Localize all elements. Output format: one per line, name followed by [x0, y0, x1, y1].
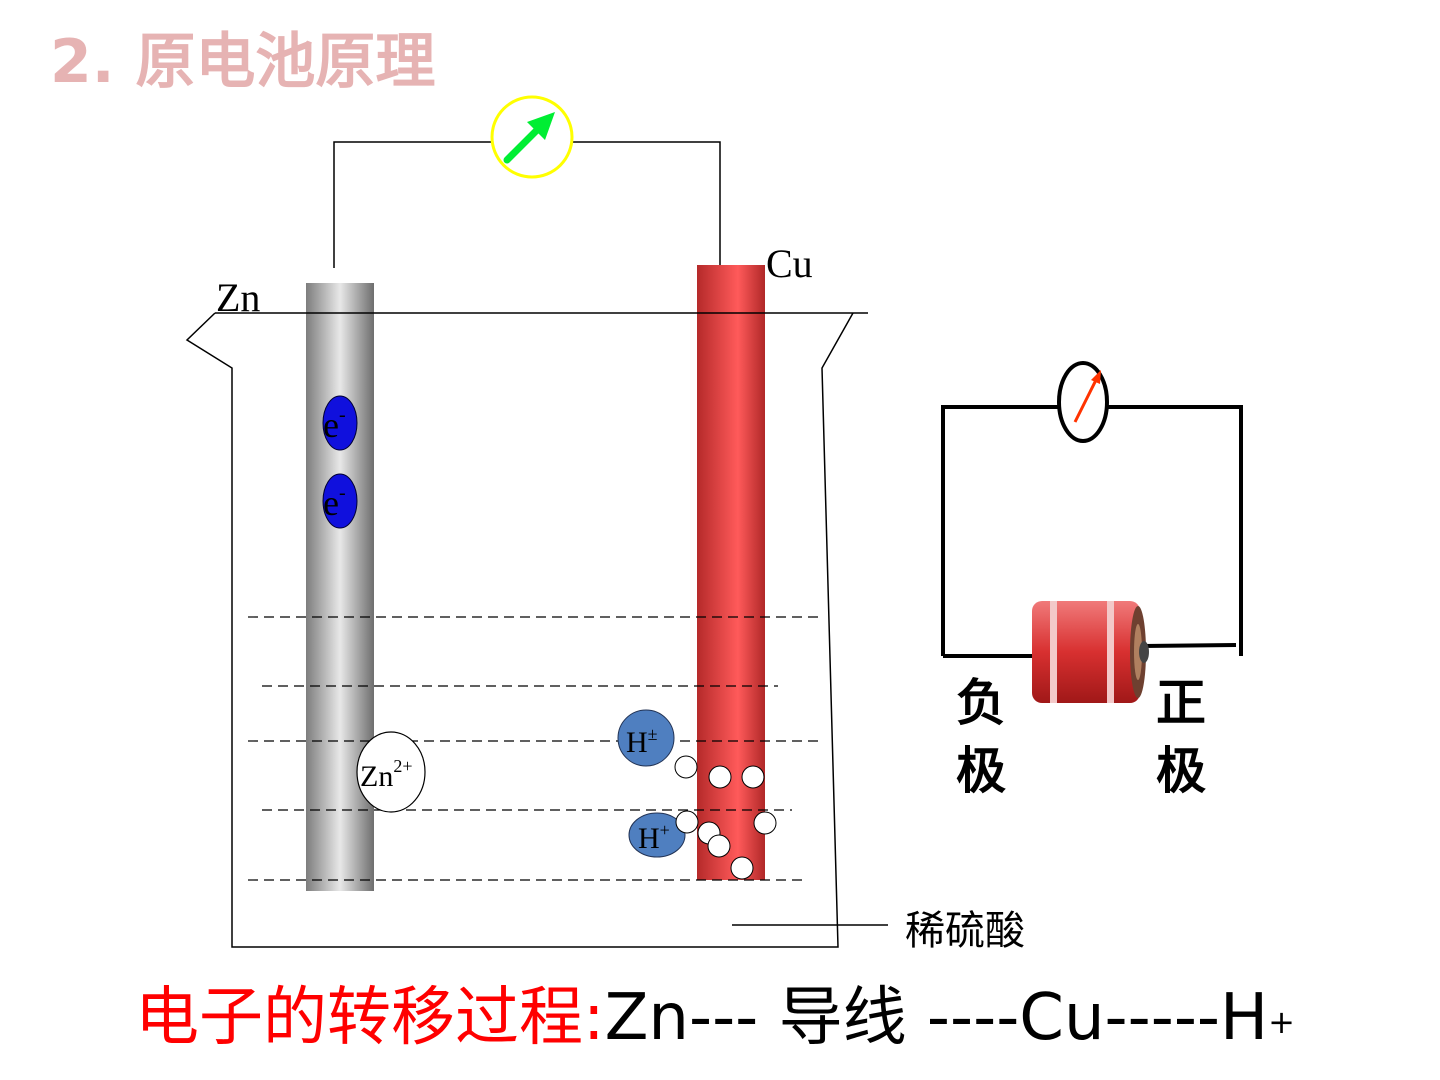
battery-circuit: [941, 361, 1243, 703]
electron-particle: e-: [322, 395, 358, 451]
small-meter-icon: [1057, 361, 1109, 443]
electron-transfer-caption: 电子的转移过程:Zn--- 导线 ----Cu-----H+: [135, 978, 1295, 1058]
svg-text:极: 极: [956, 742, 1006, 800]
svg-text:Zn2+: Zn2+: [360, 756, 412, 793]
hydrogen-ion: H±: [617, 709, 675, 767]
cu-label: Cu: [766, 241, 813, 286]
slide-title: 2. 原电池原理: [50, 22, 435, 102]
svg-text:H+: H+: [638, 820, 670, 855]
electron-particle: e-: [322, 473, 358, 529]
negative-pole-label: 负 极: [956, 674, 1006, 800]
caption-colon: :: [583, 981, 605, 1055]
svg-text:极: 极: [1156, 742, 1206, 800]
zinc-electrode: [306, 283, 374, 891]
hydrogen-bubbles: [674, 755, 777, 880]
positive-pole-label: 正 极: [1156, 674, 1206, 800]
caption-superscript: +: [1268, 1003, 1295, 1041]
svg-text:e-: e-: [323, 482, 346, 523]
title-number: 2.: [50, 27, 115, 97]
svg-text:e-: e-: [323, 404, 346, 445]
electrolyte-lines: [248, 616, 822, 881]
title-text: 原电池原理: [135, 27, 436, 97]
battery-icon: [1032, 601, 1149, 703]
svg-text:H±: H±: [626, 724, 658, 759]
zinc-ion: Zn2+: [356, 731, 426, 813]
galvanometer-icon: [490, 95, 574, 179]
acid-label: 稀硫酸: [905, 908, 1025, 953]
beaker-icon: [185, 312, 868, 948]
svg-text:正: 正: [1156, 674, 1206, 732]
svg-text:负: 负: [956, 674, 1006, 732]
zn-label: Zn: [216, 275, 260, 320]
caption-red-text: 电子的转移过程: [135, 981, 583, 1055]
caption-flow: Zn--- 导线 ----Cu-----H: [604, 981, 1269, 1055]
hydrogen-ion: H+: [628, 812, 686, 858]
